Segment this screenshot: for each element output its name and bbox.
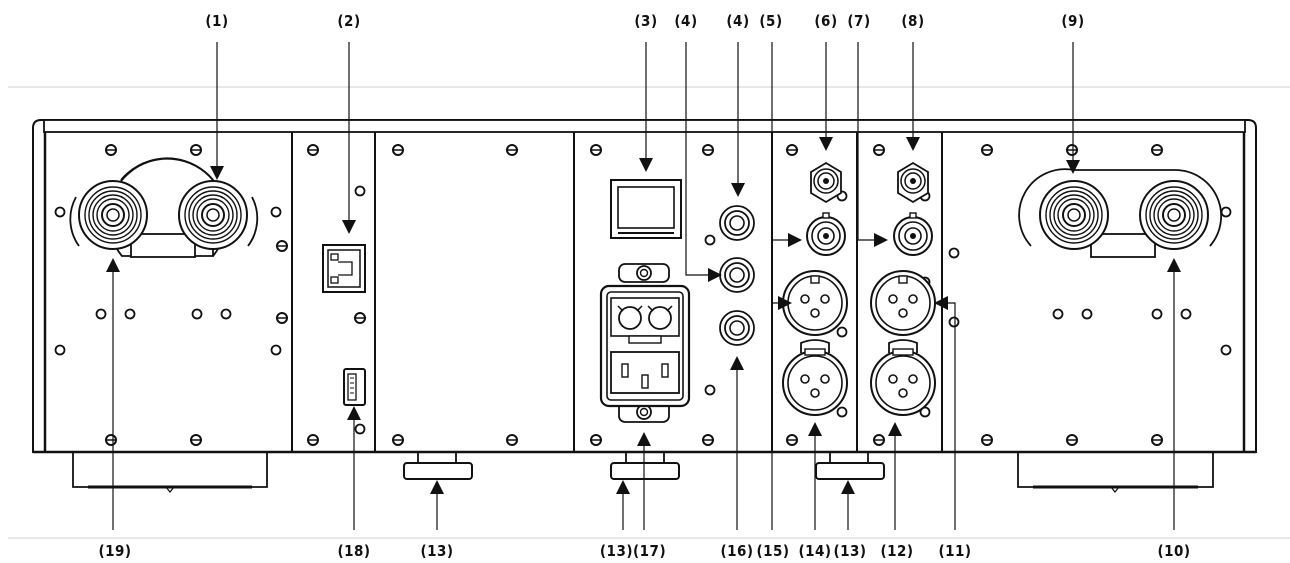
xlr-output-1[interactable] <box>782 270 848 336</box>
rca-jack-2[interactable] <box>719 257 755 293</box>
callout-label-3: (3) <box>634 12 658 30</box>
callout-label-13a: (13) <box>420 542 454 560</box>
callout-label-1: (1) <box>205 12 229 30</box>
usb-port[interactable] <box>343 368 366 406</box>
callout-label-7: (7) <box>847 12 871 30</box>
speaker-terminals-right[interactable] <box>1018 168 1223 258</box>
callout-label-13-17: (13)(17) <box>599 542 667 560</box>
callout-arrows <box>106 42 1181 530</box>
callout-label-6: (6) <box>814 12 838 30</box>
guide-lines <box>8 86 1290 539</box>
callout-label-11: (11) <box>938 542 972 560</box>
callout-label-15: (15) <box>756 542 790 560</box>
power-switch[interactable] <box>610 179 682 239</box>
callout-label-18: (18) <box>337 542 371 560</box>
spike-foot-1 <box>403 450 473 480</box>
rca-jack-1[interactable] <box>719 205 755 241</box>
threaded-connector-2[interactable] <box>897 162 929 203</box>
callout-label-13b: (13) <box>833 542 867 560</box>
foot-right <box>1017 452 1214 493</box>
callout-label-4b: (4) <box>726 12 750 30</box>
foot-left <box>72 452 268 493</box>
callout-label-5: (5) <box>759 12 783 30</box>
callout-label-12: (12) <box>880 542 914 560</box>
callout-label-16: (16) <box>720 542 754 560</box>
callout-label-14: (14) <box>798 542 832 560</box>
spike-foot-3 <box>815 450 885 480</box>
rca-jack-3[interactable] <box>719 310 755 346</box>
callout-label-19: (19) <box>98 542 132 560</box>
ac-power-inlet[interactable] <box>599 263 691 423</box>
callout-label-10: (10) <box>1157 542 1191 560</box>
ethernet-port[interactable] <box>322 244 366 293</box>
callout-label-4a: (4) <box>674 12 698 30</box>
callout-label-9: (9) <box>1061 12 1085 30</box>
xlr-output-2[interactable] <box>870 270 936 336</box>
callout-label-2: (2) <box>337 12 361 30</box>
threaded-connector-1[interactable] <box>810 162 842 203</box>
speaker-terminals-left[interactable] <box>69 157 259 258</box>
callout-label-8: (8) <box>901 12 925 30</box>
spike-foot-2 <box>610 450 680 480</box>
